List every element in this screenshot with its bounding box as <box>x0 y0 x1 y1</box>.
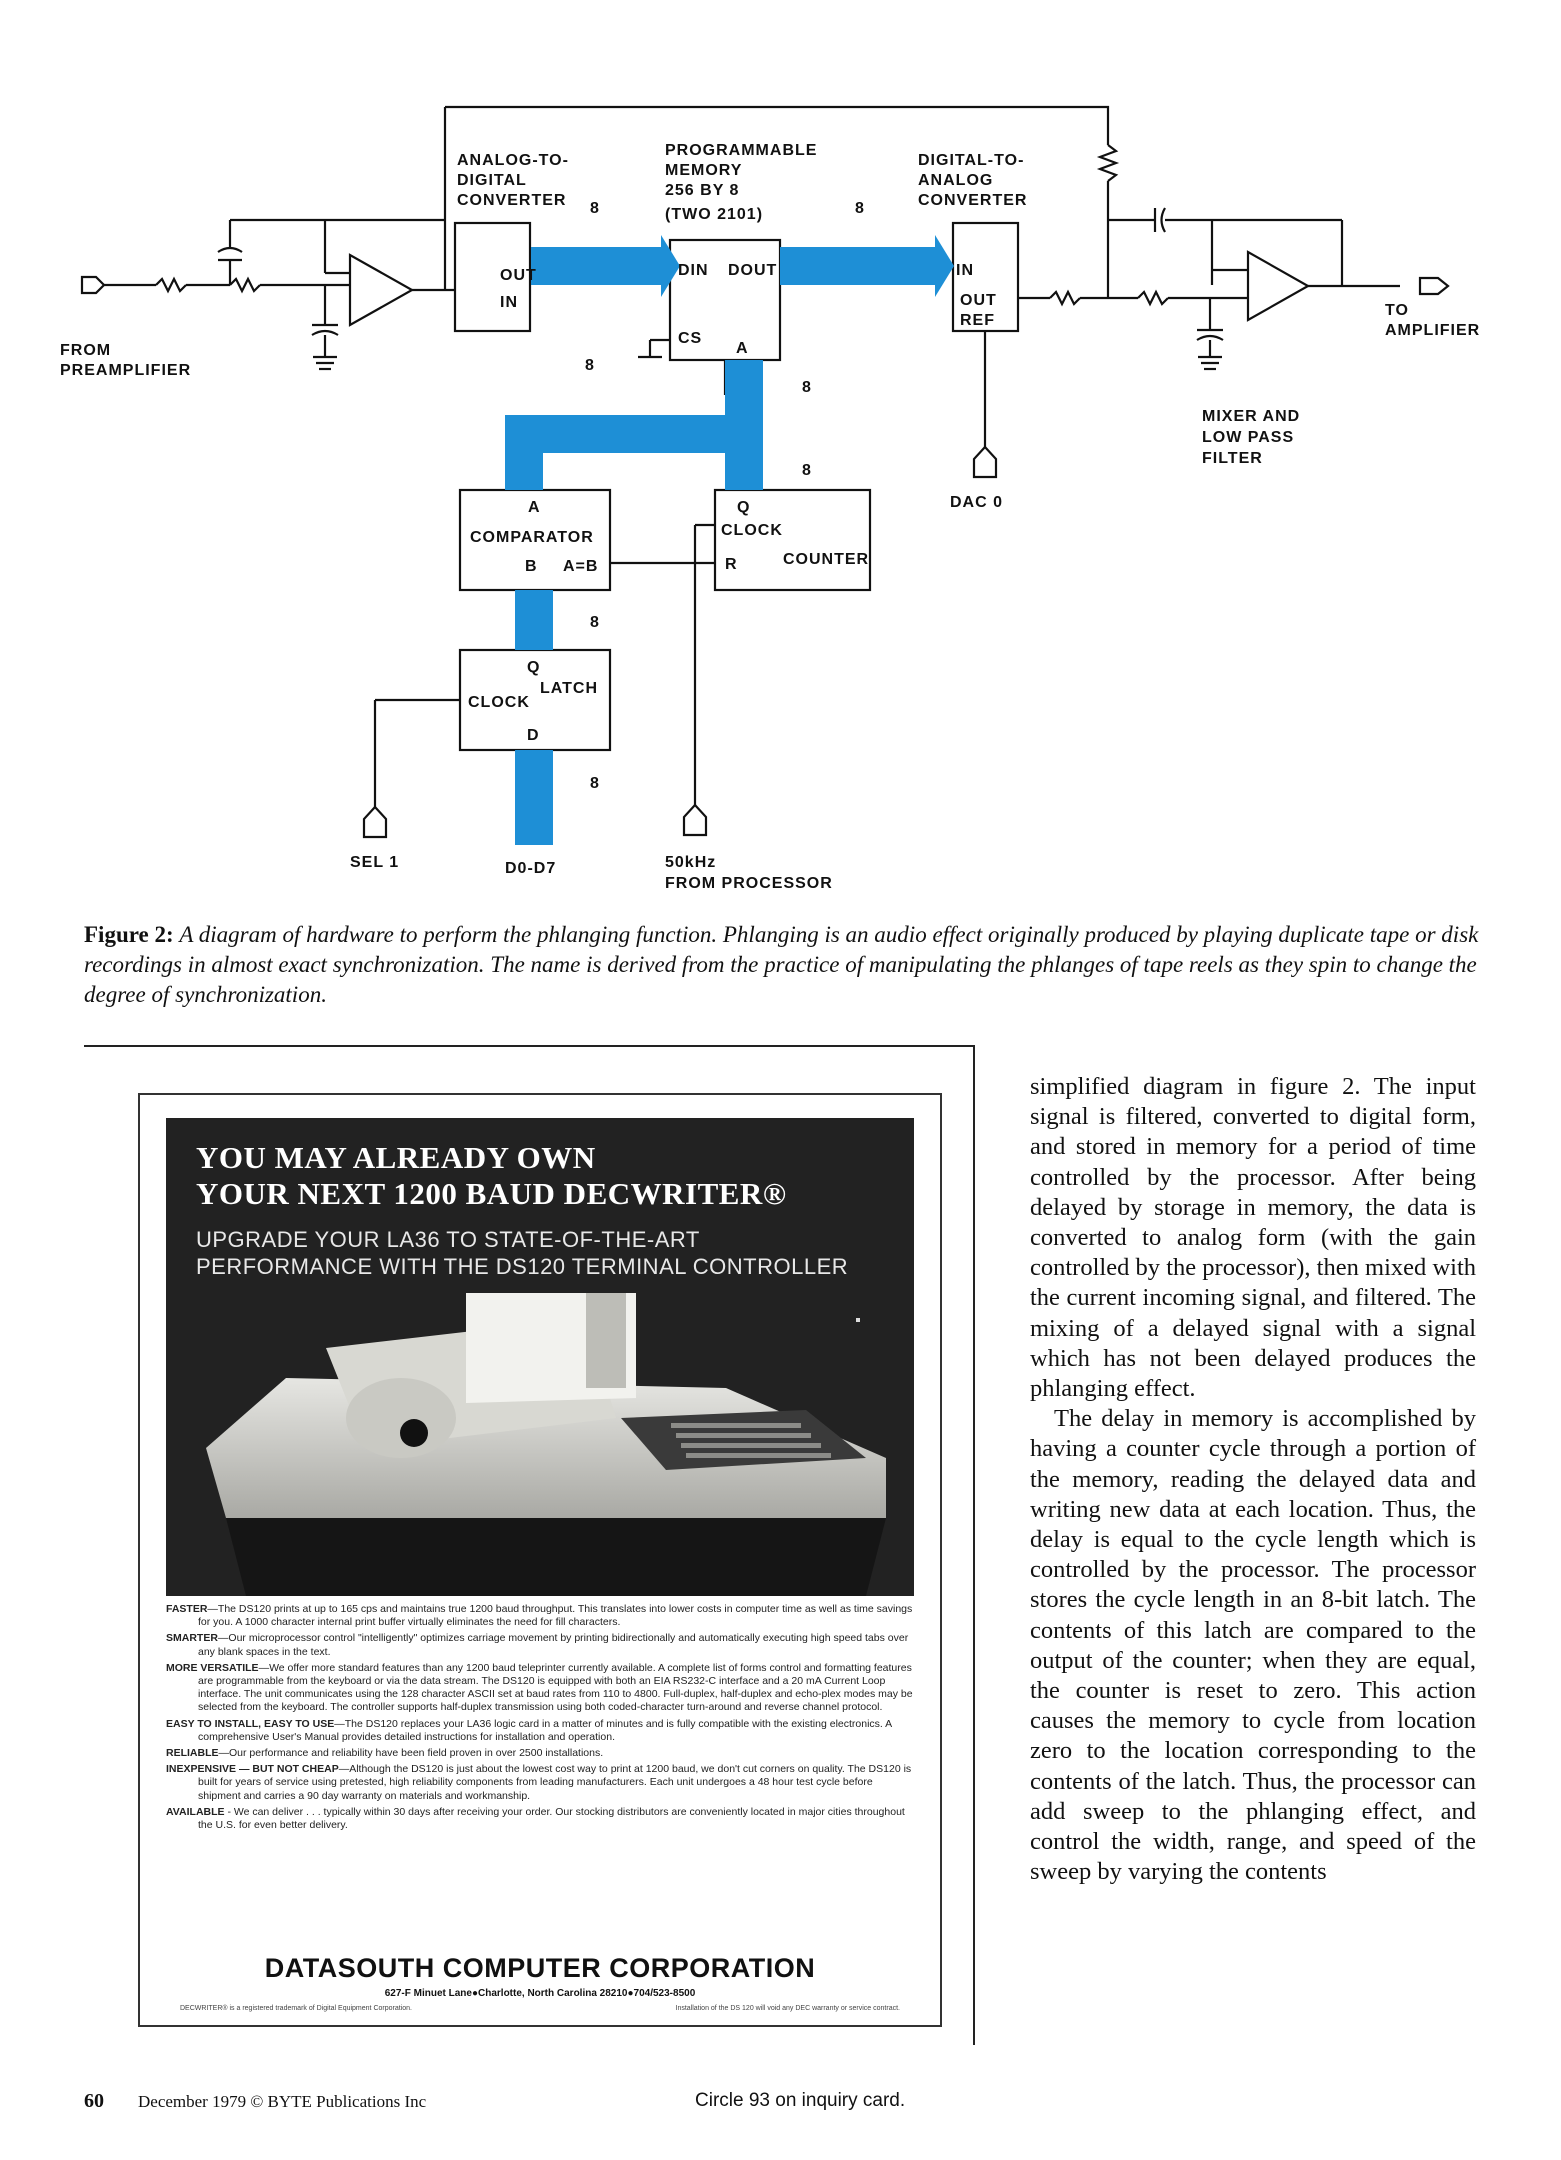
memory-title-line2: MEMORY <box>665 162 742 179</box>
ad-trademark-note: DECWRITER® is a registered trademark of … <box>180 2005 412 2012</box>
mem-a-label: A <box>736 340 749 357</box>
sel1-label: SEL 1 <box>350 854 399 871</box>
mem-dout-label: DOUT <box>728 262 777 279</box>
adc-in-label: IN <box>500 294 518 311</box>
dac-in-label: IN <box>956 262 974 279</box>
latch-d-label: D <box>527 727 540 744</box>
to-amplifier-line1: TO <box>1385 302 1409 319</box>
ad-headline: YOU MAY ALREADY OWN YOUR NEXT 1200 BAUD … <box>196 1140 786 1212</box>
memory-title-line4: (TWO 2101) <box>665 206 763 223</box>
adc-title-line2: DIGITAL <box>457 172 527 189</box>
adc-title-line3: CONVERTER <box>457 192 566 209</box>
phlanging-circuit-diagram: ANALOG-TO- DIGITAL CONVERTER PROGRAMMABL… <box>60 105 1480 892</box>
ad-feature-paragraph: INEXPENSIVE — BUT NOT CHEAP—Although the… <box>166 1763 914 1803</box>
adc-out-label: OUT <box>500 267 537 284</box>
ad-feature-key: MORE VERSATILE <box>166 1661 259 1674</box>
bus-width-label: 8 <box>585 357 595 374</box>
ad-subhead: UPGRADE YOUR LA36 TO STATE-OF-THE-ART PE… <box>196 1226 848 1280</box>
adc-title-line1: ANALOG-TO- <box>457 152 569 169</box>
counter-r-label: R <box>725 556 738 573</box>
ad-feature-key: SMARTER <box>166 1632 218 1645</box>
comparator-a-label: A <box>528 499 541 516</box>
ad-feature-key: RELIABLE <box>166 1747 219 1760</box>
footer-date-line: December 1979 © BYTE Publications Inc <box>138 2092 427 2111</box>
ad-feature-list: FASTER—The DS120 prints at up to 165 cps… <box>166 1603 914 1835</box>
dac-title-line3: CONVERTER <box>918 192 1027 209</box>
bus-width-label: 8 <box>802 379 812 396</box>
memory-title-line1: PROGRAMMABLE <box>665 142 817 159</box>
ad-frame-rule <box>84 1045 974 1047</box>
bus-width-label: 8 <box>855 200 865 217</box>
decwriter-advertisement: YOU MAY ALREADY OWN YOUR NEXT 1200 BAUD … <box>138 1093 942 2027</box>
inquiry-card-note: Circle 93 on inquiry card. <box>695 2090 906 2111</box>
ad-feature-key: INEXPENSIVE — BUT NOT CHEAP <box>166 1763 339 1776</box>
ad-feature-paragraph: FASTER—The DS120 prints at up to 165 cps… <box>166 1603 914 1629</box>
ad-feature-paragraph: RELIABLE—Our performance and reliability… <box>166 1747 914 1760</box>
ad-hero-image: YOU MAY ALREADY OWN YOUR NEXT 1200 BAUD … <box>166 1118 914 1596</box>
ad-feature-key: AVAILABLE <box>166 1805 225 1818</box>
figure-label: Figure 2: <box>84 922 174 947</box>
dac-ref-label: REF <box>960 312 995 329</box>
ad-company-address: 627-F Minuet Lane●Charlotte, North Carol… <box>384 1988 696 1999</box>
latch-title: LATCH <box>540 680 598 697</box>
figure-caption-text: A diagram of hardware to perform the phl… <box>84 922 1479 1007</box>
article-paragraph: simplified diagram in figure 2. The inpu… <box>1030 1073 1476 1403</box>
ad-feature-text: —The DS120 prints at up to 165 cps and m… <box>198 1603 913 1629</box>
from-preamp-line1: FROM <box>60 342 111 359</box>
article-paragraph: The delay in memory is accomplished by h… <box>1030 1405 1476 1886</box>
ad-feature-text: —Our microprocessor control "intelligent… <box>198 1632 909 1658</box>
counter-q-label: Q <box>737 499 750 516</box>
counter-title: COUNTER <box>783 551 869 568</box>
latch-clock-label: CLOCK <box>468 694 530 711</box>
ad-subhead-line1: UPGRADE YOUR LA36 TO STATE-OF-THE-ART <box>196 1227 700 1252</box>
clock-source-line1: 50kHz <box>665 854 716 871</box>
ad-fine-print: DECWRITER® is a registered trademark of … <box>180 2005 900 2012</box>
memory-title-line3: 256 BY 8 <box>665 182 739 199</box>
ad-feature-key: FASTER <box>166 1603 208 1615</box>
mem-din-label: DIN <box>678 262 709 279</box>
counter-clock-label: CLOCK <box>721 522 783 539</box>
dac-title-line2: ANALOG <box>918 172 993 189</box>
ad-feature-key: EASY TO INSTALL, EASY TO USE <box>166 1717 335 1730</box>
page-number: 60 <box>84 2090 104 2112</box>
ad-feature-paragraph: AVAILABLE - We can deliver . . . typical… <box>166 1806 914 1832</box>
mixer-line1: MIXER AND <box>1202 408 1300 425</box>
ad-feature-text: —Although the DS120 is just about the lo… <box>198 1763 912 1802</box>
clock-source-line2: FROM PROCESSOR <box>665 875 833 892</box>
ad-subhead-line2: PERFORMANCE WITH THE DS120 TERMINAL CONT… <box>196 1254 849 1279</box>
ad-feature-paragraph: EASY TO INSTALL, EASY TO USE—The DS120 r… <box>166 1718 914 1744</box>
bus-width-label: 8 <box>590 200 600 217</box>
bus-width-label: 8 <box>802 462 812 479</box>
ad-company-name: DATASOUTH COMPUTER CORPORATION <box>264 1953 816 1983</box>
comparator-eq-label: A=B <box>563 558 598 575</box>
d0-d7-label: D0-D7 <box>505 860 556 877</box>
comparator-title: COMPARATOR <box>470 529 594 546</box>
figure-caption: Figure 2: A diagram of hardware to perfo… <box>84 920 1484 1010</box>
dac0-label: DAC 0 <box>950 494 1003 511</box>
dac-out-label: OUT <box>960 292 997 309</box>
dac-title-line1: DIGITAL-TO- <box>918 152 1024 169</box>
article-body-column: simplified diagram in figure 2. The inpu… <box>1030 1072 1476 1887</box>
bus-width-label: 8 <box>590 775 600 792</box>
terminal-photo <box>166 1118 914 1596</box>
ad-feature-paragraph: SMARTER—Our microprocessor control "inte… <box>166 1632 914 1658</box>
mixer-line2: LOW PASS <box>1202 429 1294 446</box>
to-amplifier-line2: AMPLIFIER <box>1385 322 1480 339</box>
from-preamp-line2: PREAMPLIFIER <box>60 362 191 379</box>
comparator-b-label: B <box>525 558 538 575</box>
ad-headline-line1: YOU MAY ALREADY OWN <box>196 1140 596 1175</box>
ad-warranty-note: Installation of the DS 120 will void any… <box>675 2005 901 2012</box>
ad-feature-text: —We offer more standard features than an… <box>198 1661 913 1714</box>
ad-feature-text: —Our performance and reliability have be… <box>218 1747 604 1760</box>
ad-frame-rule <box>973 1045 975 2045</box>
mixer-line3: FILTER <box>1202 450 1263 467</box>
ad-feature-text: —The DS120 replaces your LA36 logic card… <box>198 1717 892 1743</box>
bus-width-label: 8 <box>590 614 600 631</box>
ad-feature-text: - We can deliver . . . typically within … <box>198 1805 905 1832</box>
ad-headline-line2: YOUR NEXT 1200 BAUD DECWRITER® <box>196 1176 787 1211</box>
mem-cs-label: CS <box>678 330 702 347</box>
ad-feature-paragraph: MORE VERSATILE—We offer more standard fe… <box>166 1662 914 1715</box>
latch-q-label: Q <box>527 659 540 676</box>
